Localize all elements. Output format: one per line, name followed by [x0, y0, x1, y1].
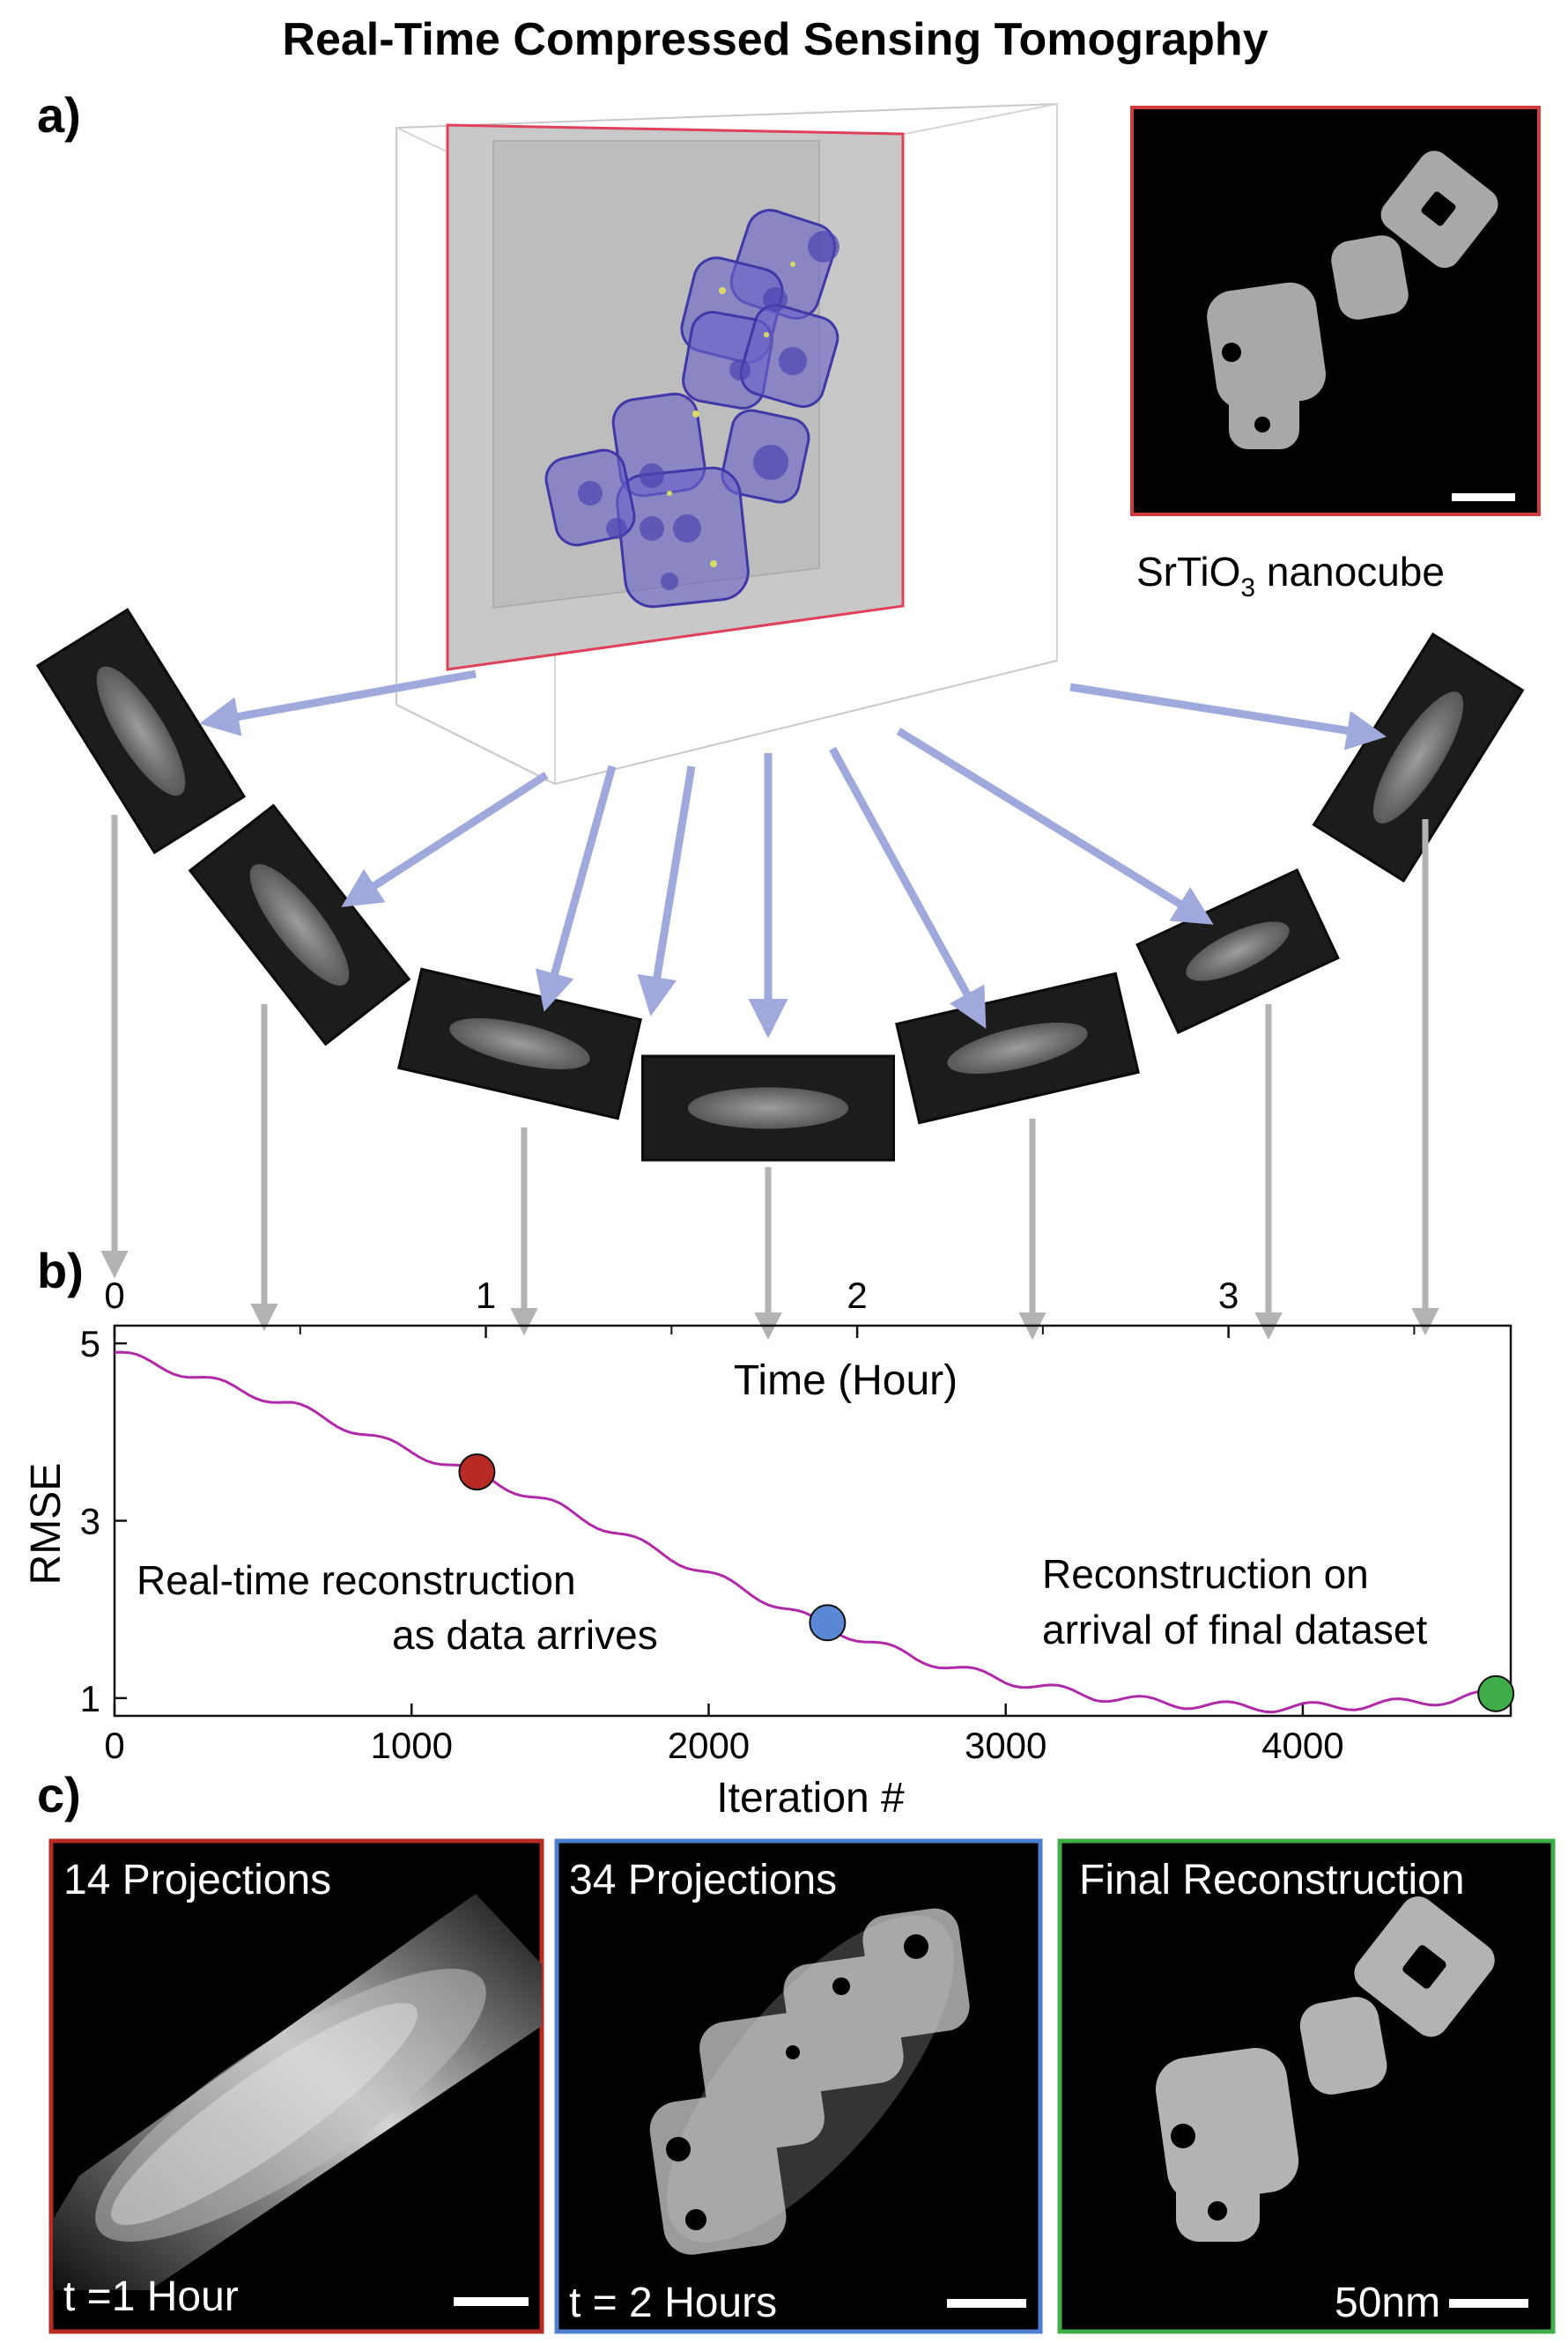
projection-image [188, 803, 411, 1046]
iteration-tick-label: 4000 [1261, 1725, 1343, 1766]
reconstruction-marker [809, 1604, 847, 1642]
projection-arrow [535, 765, 617, 1012]
annotation-right-line2: arrival of final dataset [1042, 1607, 1427, 1652]
annotation-left-line1: Real-time reconstruction [137, 1557, 576, 1603]
projection-image [35, 608, 247, 854]
inset-caption: SrTiO3 nanocube [1136, 549, 1445, 602]
scale-bar [1449, 2299, 1528, 2308]
time-tick-label: 3 [1218, 1275, 1239, 1316]
rmse-tick-label: 5 [80, 1323, 100, 1364]
panel-c2-title: 34 Projections [569, 1857, 837, 1903]
time-tick-label: 0 [104, 1275, 124, 1316]
projection-image [1312, 632, 1525, 883]
reconstruction-marker [1477, 1674, 1515, 1712]
projection-arrows [199, 669, 1387, 1038]
panel-c-label: c) [37, 1767, 81, 1822]
projection-images [35, 608, 1525, 1162]
rmse-axis-ticks: 1 3 5 [80, 1323, 127, 1719]
figure-title: Real-Time Compressed Sensing Tomography [282, 14, 1268, 65]
time-tick-label: 2 [847, 1275, 867, 1316]
panel-b-label: b) [37, 1243, 84, 1298]
annotation-left-line2: as data arrives [392, 1612, 658, 1658]
reconstruction-panel-14: 14 Projections t =1 Hour [48, 1838, 544, 2334]
panel-c2-footer: t = 2 Hours [569, 2280, 777, 2326]
iteration-axis-ticks: 0 1000 2000 3000 4000 [104, 1704, 1344, 1766]
iteration-tick-label: 0 [104, 1725, 124, 1766]
panel-c1-title: 14 Projections [63, 1857, 331, 1903]
projection-image [1135, 868, 1340, 1035]
rmse-series-line [114, 1350, 1497, 1714]
time-tick-label: 1 [476, 1275, 496, 1316]
timeline-arrows [100, 815, 1439, 1341]
iteration-axis-label: Iteration # [716, 1775, 905, 1822]
projection-image [895, 972, 1140, 1125]
iteration-tick-label: 3000 [965, 1725, 1047, 1766]
projection-arrow [829, 746, 987, 1029]
scale-bar [454, 2297, 529, 2306]
tomography-box [396, 102, 1058, 786]
rmse-tick-label: 1 [80, 1678, 100, 1719]
projection-image [397, 967, 642, 1120]
projection-arrow [199, 669, 477, 736]
iteration-tick-label: 1000 [371, 1725, 453, 1766]
panel-c1-footer: t =1 Hour [63, 2273, 239, 2320]
rmse-axis-label: RMSE [23, 1463, 70, 1585]
nanocube-cluster [544, 209, 839, 609]
projection-image [641, 1054, 895, 1162]
reconstruction-markers [458, 1453, 1515, 1712]
projection-arrow [1069, 683, 1387, 750]
iteration-tick-label: 2000 [668, 1725, 750, 1766]
panel-a-label: a) [37, 87, 81, 143]
projection-arrow [896, 728, 1214, 925]
projection-arrow [637, 765, 696, 1016]
nanocube-slice-inset [1130, 106, 1541, 516]
scale-bar-label: 50nm [1335, 2280, 1440, 2326]
rmse-tick-label: 3 [80, 1501, 100, 1542]
time-axis-ticks: 0 1 2 3 [104, 1275, 1416, 1338]
projection-arrow [341, 772, 549, 907]
panel-c3-title: Final Reconstruction [1079, 1857, 1465, 1903]
reconstruction-marker [458, 1453, 496, 1491]
annotation-right-line1: Reconstruction on [1042, 1551, 1369, 1597]
reconstruction-panel-34: 34 Projections t = 2 Hours [554, 1838, 1043, 2334]
final-reconstruction-panel: Final Reconstruction 50nm [1057, 1838, 1556, 2334]
time-axis-label: Time (Hour) [734, 1357, 958, 1404]
scale-bar [947, 2299, 1026, 2308]
cluster-pores [578, 231, 839, 590]
